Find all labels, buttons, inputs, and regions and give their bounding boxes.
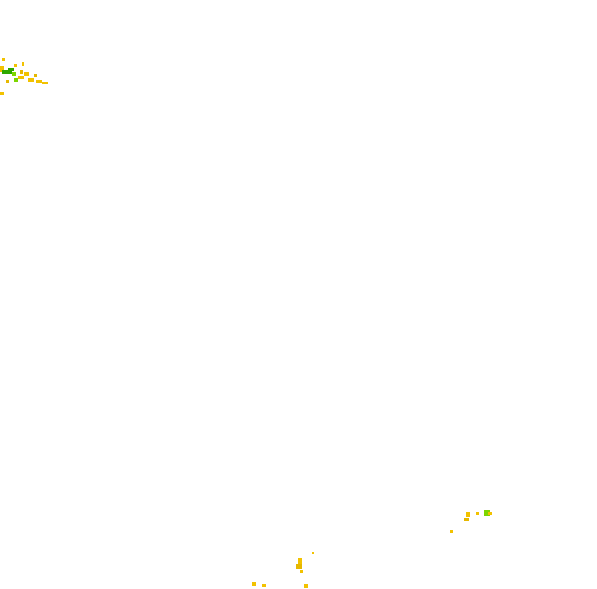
echo-nw: [22, 62, 24, 66]
echo-nw: [42, 82, 48, 84]
echo-s: [298, 558, 302, 564]
echo-s: [252, 582, 256, 586]
echo-se: [464, 518, 469, 521]
echo-nw: [20, 70, 23, 74]
echo-nw: [36, 80, 42, 83]
echo-nw: [12, 72, 16, 76]
echo-se: [450, 530, 453, 533]
echo-s: [304, 584, 308, 588]
echo-se: [466, 512, 470, 517]
echo-nw: [24, 72, 29, 76]
echo-nw: [6, 80, 9, 83]
echo-nw: [2, 70, 12, 74]
echo-nw: [2, 58, 5, 61]
echo-se: [484, 510, 490, 516]
echo-s: [262, 584, 266, 587]
echo-nw: [14, 64, 17, 67]
echo-s: [312, 552, 314, 554]
echo-se: [476, 512, 479, 515]
echo-nw: [0, 66, 4, 72]
echo-s: [300, 570, 303, 573]
echo-nw: [18, 76, 24, 79]
echo-nw: [8, 68, 14, 71]
echo-se: [488, 512, 492, 515]
echo-nw: [34, 74, 37, 77]
echo-nw: [14, 78, 18, 82]
echo-s: [296, 564, 302, 569]
echo-nw: [28, 78, 34, 82]
echo-nw: [0, 92, 4, 95]
